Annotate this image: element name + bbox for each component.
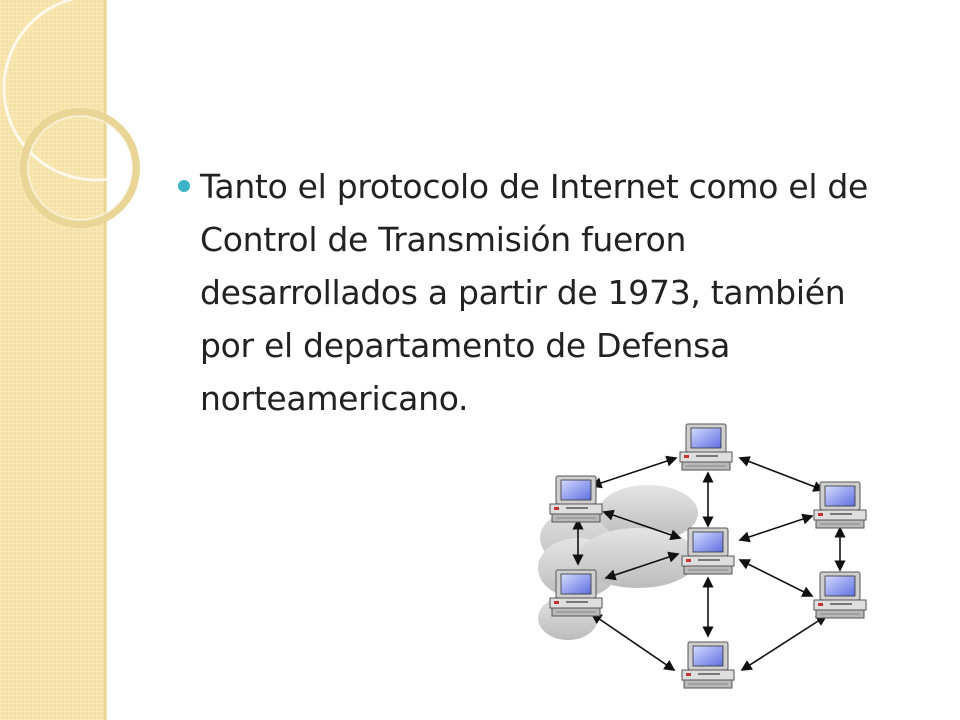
link-top-upperleft [590, 455, 678, 489]
pc-node-upper-left [549, 475, 603, 523]
link-top-upperright [738, 456, 825, 492]
pc-node-center [681, 527, 735, 575]
deco-circle-bottom-inner [27, 115, 133, 221]
pc-node-bottom [681, 641, 735, 689]
bullet-marker [178, 180, 190, 192]
pc-node-lower-left [549, 569, 603, 617]
pc-node-upper-right [813, 481, 867, 529]
pc-node-lower-right [813, 571, 867, 619]
deco-circle-top [2, 0, 140, 182]
link-lowerleft-center [604, 551, 680, 581]
side-band-edge [104, 0, 107, 720]
link-center-lowerright [738, 559, 814, 597]
pc-node-top [679, 423, 733, 471]
computer-network-icon [538, 423, 867, 689]
bullet-text: Tanto el protocolo de Internet como el d… [200, 167, 869, 418]
link-lowerright-bottom [740, 615, 828, 671]
deco-circle-bottom [20, 108, 140, 228]
link-upperleft-center [602, 509, 682, 541]
network-links [572, 455, 846, 671]
decorative-circles [2, 0, 140, 228]
link-upperright-center [738, 513, 814, 543]
link-lowerleft-bottom [590, 613, 676, 671]
